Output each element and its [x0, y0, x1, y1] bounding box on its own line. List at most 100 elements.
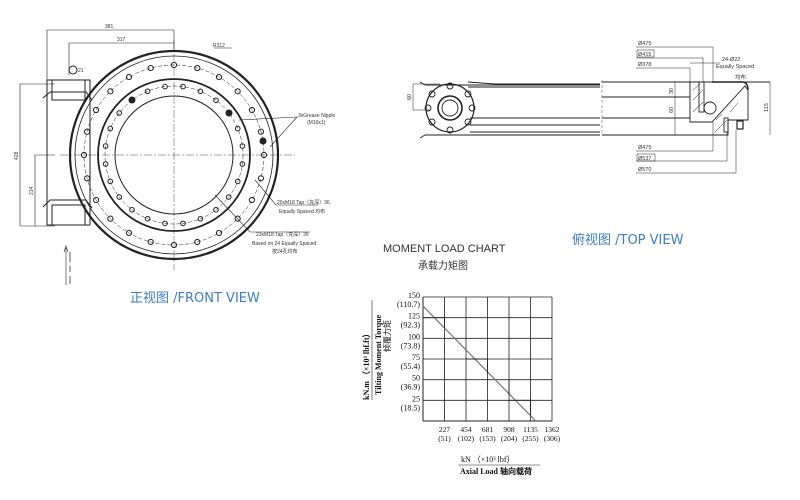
bolt [446, 126, 454, 134]
load-limit-line [422, 305, 537, 422]
x-tick-label-imperial: (255) [522, 434, 539, 443]
y-tick-label: 100 [408, 332, 420, 341]
front-dimension-labels: 381 317 R312 21 428 214 3xGrease Nipple … [14, 24, 335, 255]
x-tick-label-imperial: (306) [544, 434, 561, 443]
y-tick-label-imperial: (36.9) [401, 383, 421, 392]
tap-hole [129, 206, 135, 213]
bolt [446, 82, 454, 90]
bolt-hole [234, 215, 241, 222]
tap-hole [162, 83, 168, 90]
dim-holes-cn: 均布 [735, 73, 747, 81]
tap-hole [162, 220, 168, 227]
grease-nipple [128, 96, 136, 104]
x-tick-label-imperial: (102) [458, 434, 475, 443]
bolt [424, 104, 432, 112]
dim-115: 115 [764, 103, 770, 112]
rotation-arrow [63, 245, 71, 285]
top-view: Ø475 Ø415 Ø378 24-Ø22 Equally Spaced 均布 … [407, 41, 771, 248]
front-view: 381 317 R312 21 428 214 3xGrease Nipple … [14, 24, 335, 306]
tap23-note-basis: Based on 24 Equally Spaced [252, 241, 316, 247]
bolt-hole [257, 128, 265, 135]
x-tick-label: 227 [439, 425, 451, 434]
chart-series [422, 305, 537, 422]
top-dimension-labels: Ø475 Ø415 Ø378 24-Ø22 Equally Spaced 均布 … [407, 41, 770, 173]
tap-hole [234, 125, 241, 132]
dim-box [636, 153, 656, 162]
dimension-lines [19, 29, 318, 233]
tap-hole [197, 215, 204, 222]
x-tick-label-imperial: (153) [479, 434, 496, 443]
x-tick-label: 454 [460, 425, 472, 434]
bolt-hole [147, 238, 154, 246]
x-tick-label-imperial: (51) [438, 434, 451, 443]
dim-o378: Ø378 [638, 62, 651, 68]
dim-60-left: 60 [407, 94, 413, 100]
dim-holes: 24-Ø22 [722, 57, 740, 63]
tap-hole [239, 143, 246, 149]
dim-r312: R312 [213, 43, 225, 49]
y-tick-label: 25 [412, 394, 420, 403]
dim-381: 381 [105, 24, 114, 30]
moment-load-chart: MOMENT LOAD CHART 承载力矩图 150(110.7)125(92… [361, 243, 561, 476]
dim-428: 428 [14, 151, 20, 160]
y-axis-label-3: 倾覆力矩 [382, 320, 392, 352]
bolt [468, 104, 476, 112]
dim-o475-bottom: Ø475 [638, 145, 651, 151]
tap-hole [144, 215, 151, 222]
y-tick-label: 150 [408, 291, 420, 300]
tap-hole [116, 194, 123, 200]
grease-note: 3xGrease Nipple [298, 113, 335, 119]
y-tick-label-imperial: (55.4) [401, 362, 421, 371]
dim-21: 21 [78, 68, 84, 74]
dim-o537: Ø537 [638, 156, 651, 162]
tap23-note-cn: 按24孔均布 [272, 248, 298, 255]
bolt-hole [248, 196, 256, 204]
grease-nipple [259, 137, 267, 145]
grease-note-spec: (M10x1) [307, 120, 326, 126]
front-view-title: 正视图 /FRONT VIEW [130, 291, 260, 306]
bolt-hole [215, 229, 223, 237]
bolt-hole [234, 88, 241, 95]
outer-bolt-holes [80, 61, 268, 249]
dim-214: 214 [29, 186, 35, 195]
top-dimension-lines [412, 46, 771, 174]
bolt-hole [260, 151, 268, 159]
tap-hole [144, 88, 151, 95]
step-line [466, 358, 488, 374]
x-axis-label-2: Axial Load 轴向载荷 [460, 466, 532, 476]
y-tick-labels: 150(110.7)125(92.3)100(73.8)75(55.4)50(3… [397, 291, 420, 412]
x-axis-label: kN （×10³ lbf） [461, 455, 515, 464]
grease-nipple [225, 109, 233, 117]
dim-60: 60 [669, 107, 675, 113]
dim-30: 30 [669, 88, 675, 94]
tap-hole [180, 83, 186, 90]
bolt [464, 90, 472, 98]
y-axis-label-2: Tilting Moment Torque [374, 314, 383, 395]
bolt-hole [83, 128, 91, 135]
x-tick-label: 908 [503, 425, 515, 434]
top-view-title: 俯视图 /TOP VIEW [572, 232, 684, 248]
dim-holes-spacing: Equally Spaced [716, 64, 754, 70]
dim-box [636, 49, 655, 58]
tap-hole [234, 178, 241, 185]
y-tick-label-imperial: (92.3) [401, 321, 421, 330]
dim-o475-top: Ø475 [638, 41, 651, 47]
tap-hole [239, 161, 246, 167]
tap-hole [197, 88, 204, 95]
y-tick-label-imperial: (110.7) [397, 300, 420, 309]
bolt-hole [107, 88, 114, 95]
tap-hole [213, 97, 219, 104]
x-tick-labels: 227(51)454(102)681(153)908(204)1135(255)… [438, 425, 560, 443]
y-tick-label: 75 [412, 353, 420, 362]
tap-hole [180, 220, 186, 227]
dim-o415: Ø415 [638, 52, 651, 58]
tap20-note: 20xM18 Tap（充深）36 [277, 199, 330, 206]
bolt [428, 118, 436, 126]
tap-hole [107, 178, 114, 185]
bolt [428, 90, 436, 98]
chart-subtitle: 承载力矩图 [418, 259, 468, 272]
x-tick-label: 1362 [545, 425, 560, 434]
bolt-hole [170, 61, 178, 69]
bolt-hole [80, 151, 88, 159]
tap-hole [116, 110, 123, 116]
